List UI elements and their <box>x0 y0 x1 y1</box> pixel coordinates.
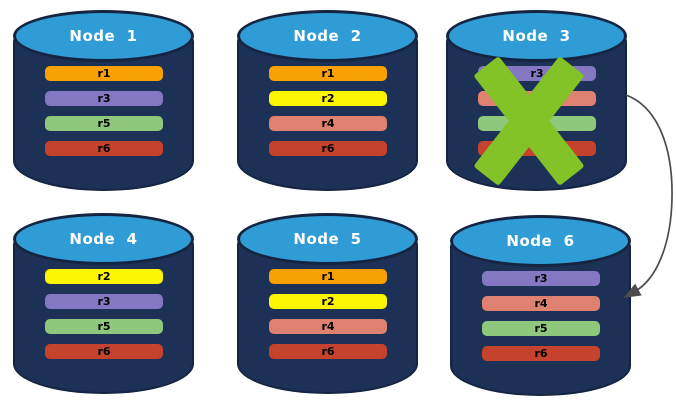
node-2: r1 r2 r4 r6 Node 2 <box>237 10 418 191</box>
node-6: r3 r4 r5 r6 Node 6 <box>450 215 631 396</box>
replica-bar: r3 <box>482 271 600 286</box>
node-title: Node 1 <box>69 27 138 45</box>
replica-bar: r1 <box>269 269 387 284</box>
replica-bar: r3 <box>45 294 163 309</box>
node-2-cylinder-top: Node 2 <box>237 10 418 62</box>
node-4-cylinder-top: Node 4 <box>13 213 194 265</box>
node-1-replica-list: r1 r3 r5 r6 <box>45 66 163 156</box>
node-5-cylinder-top: Node 5 <box>237 213 418 265</box>
node-4: r2 r3 r5 r6 Node 4 <box>13 213 194 394</box>
node-title: Node 6 <box>506 232 575 250</box>
replica-bar: r2 <box>269 91 387 106</box>
failure-x-icon <box>446 10 627 191</box>
node-title: Node 2 <box>293 27 362 45</box>
node-2-replica-list: r1 r2 r4 r6 <box>269 66 387 156</box>
node-5: r1 r2 r4 r6 Node 5 <box>237 213 418 394</box>
node-4-replica-list: r2 r3 r5 r6 <box>45 269 163 359</box>
replica-bar: r1 <box>269 66 387 81</box>
node-title: Node 5 <box>293 230 362 248</box>
replica-bar: r6 <box>269 141 387 156</box>
replica-bar: r1 <box>45 66 163 81</box>
node-5-replica-list: r1 r2 r4 r6 <box>269 269 387 359</box>
replica-bar: r2 <box>269 294 387 309</box>
replica-bar: r3 <box>45 91 163 106</box>
replica-bar: r4 <box>269 319 387 334</box>
replica-bar: r6 <box>45 141 163 156</box>
replica-bar: r4 <box>269 116 387 131</box>
node-1-cylinder-top: Node 1 <box>13 10 194 62</box>
replica-bar: r6 <box>482 346 600 361</box>
replica-bar: r2 <box>45 269 163 284</box>
failover-arrow-path <box>623 94 673 298</box>
replica-bar: r4 <box>482 296 600 311</box>
node-title: Node 4 <box>69 230 138 248</box>
node-3: r3 Node 3 <box>446 10 627 191</box>
replica-bar: r6 <box>45 344 163 359</box>
replica-bar: r5 <box>45 319 163 334</box>
node-1: r1 r3 r5 r6 Node 1 <box>13 10 194 191</box>
replica-bar: r5 <box>482 321 600 336</box>
node-6-replica-list: r3 r4 r5 r6 <box>482 271 600 361</box>
node-3-cylinder-top: Node 3 <box>446 10 627 62</box>
replica-bar: r5 <box>45 116 163 131</box>
node-6-cylinder-top: Node 6 <box>450 215 631 267</box>
node-title: Node 3 <box>502 27 571 45</box>
replica-bar: r6 <box>269 344 387 359</box>
